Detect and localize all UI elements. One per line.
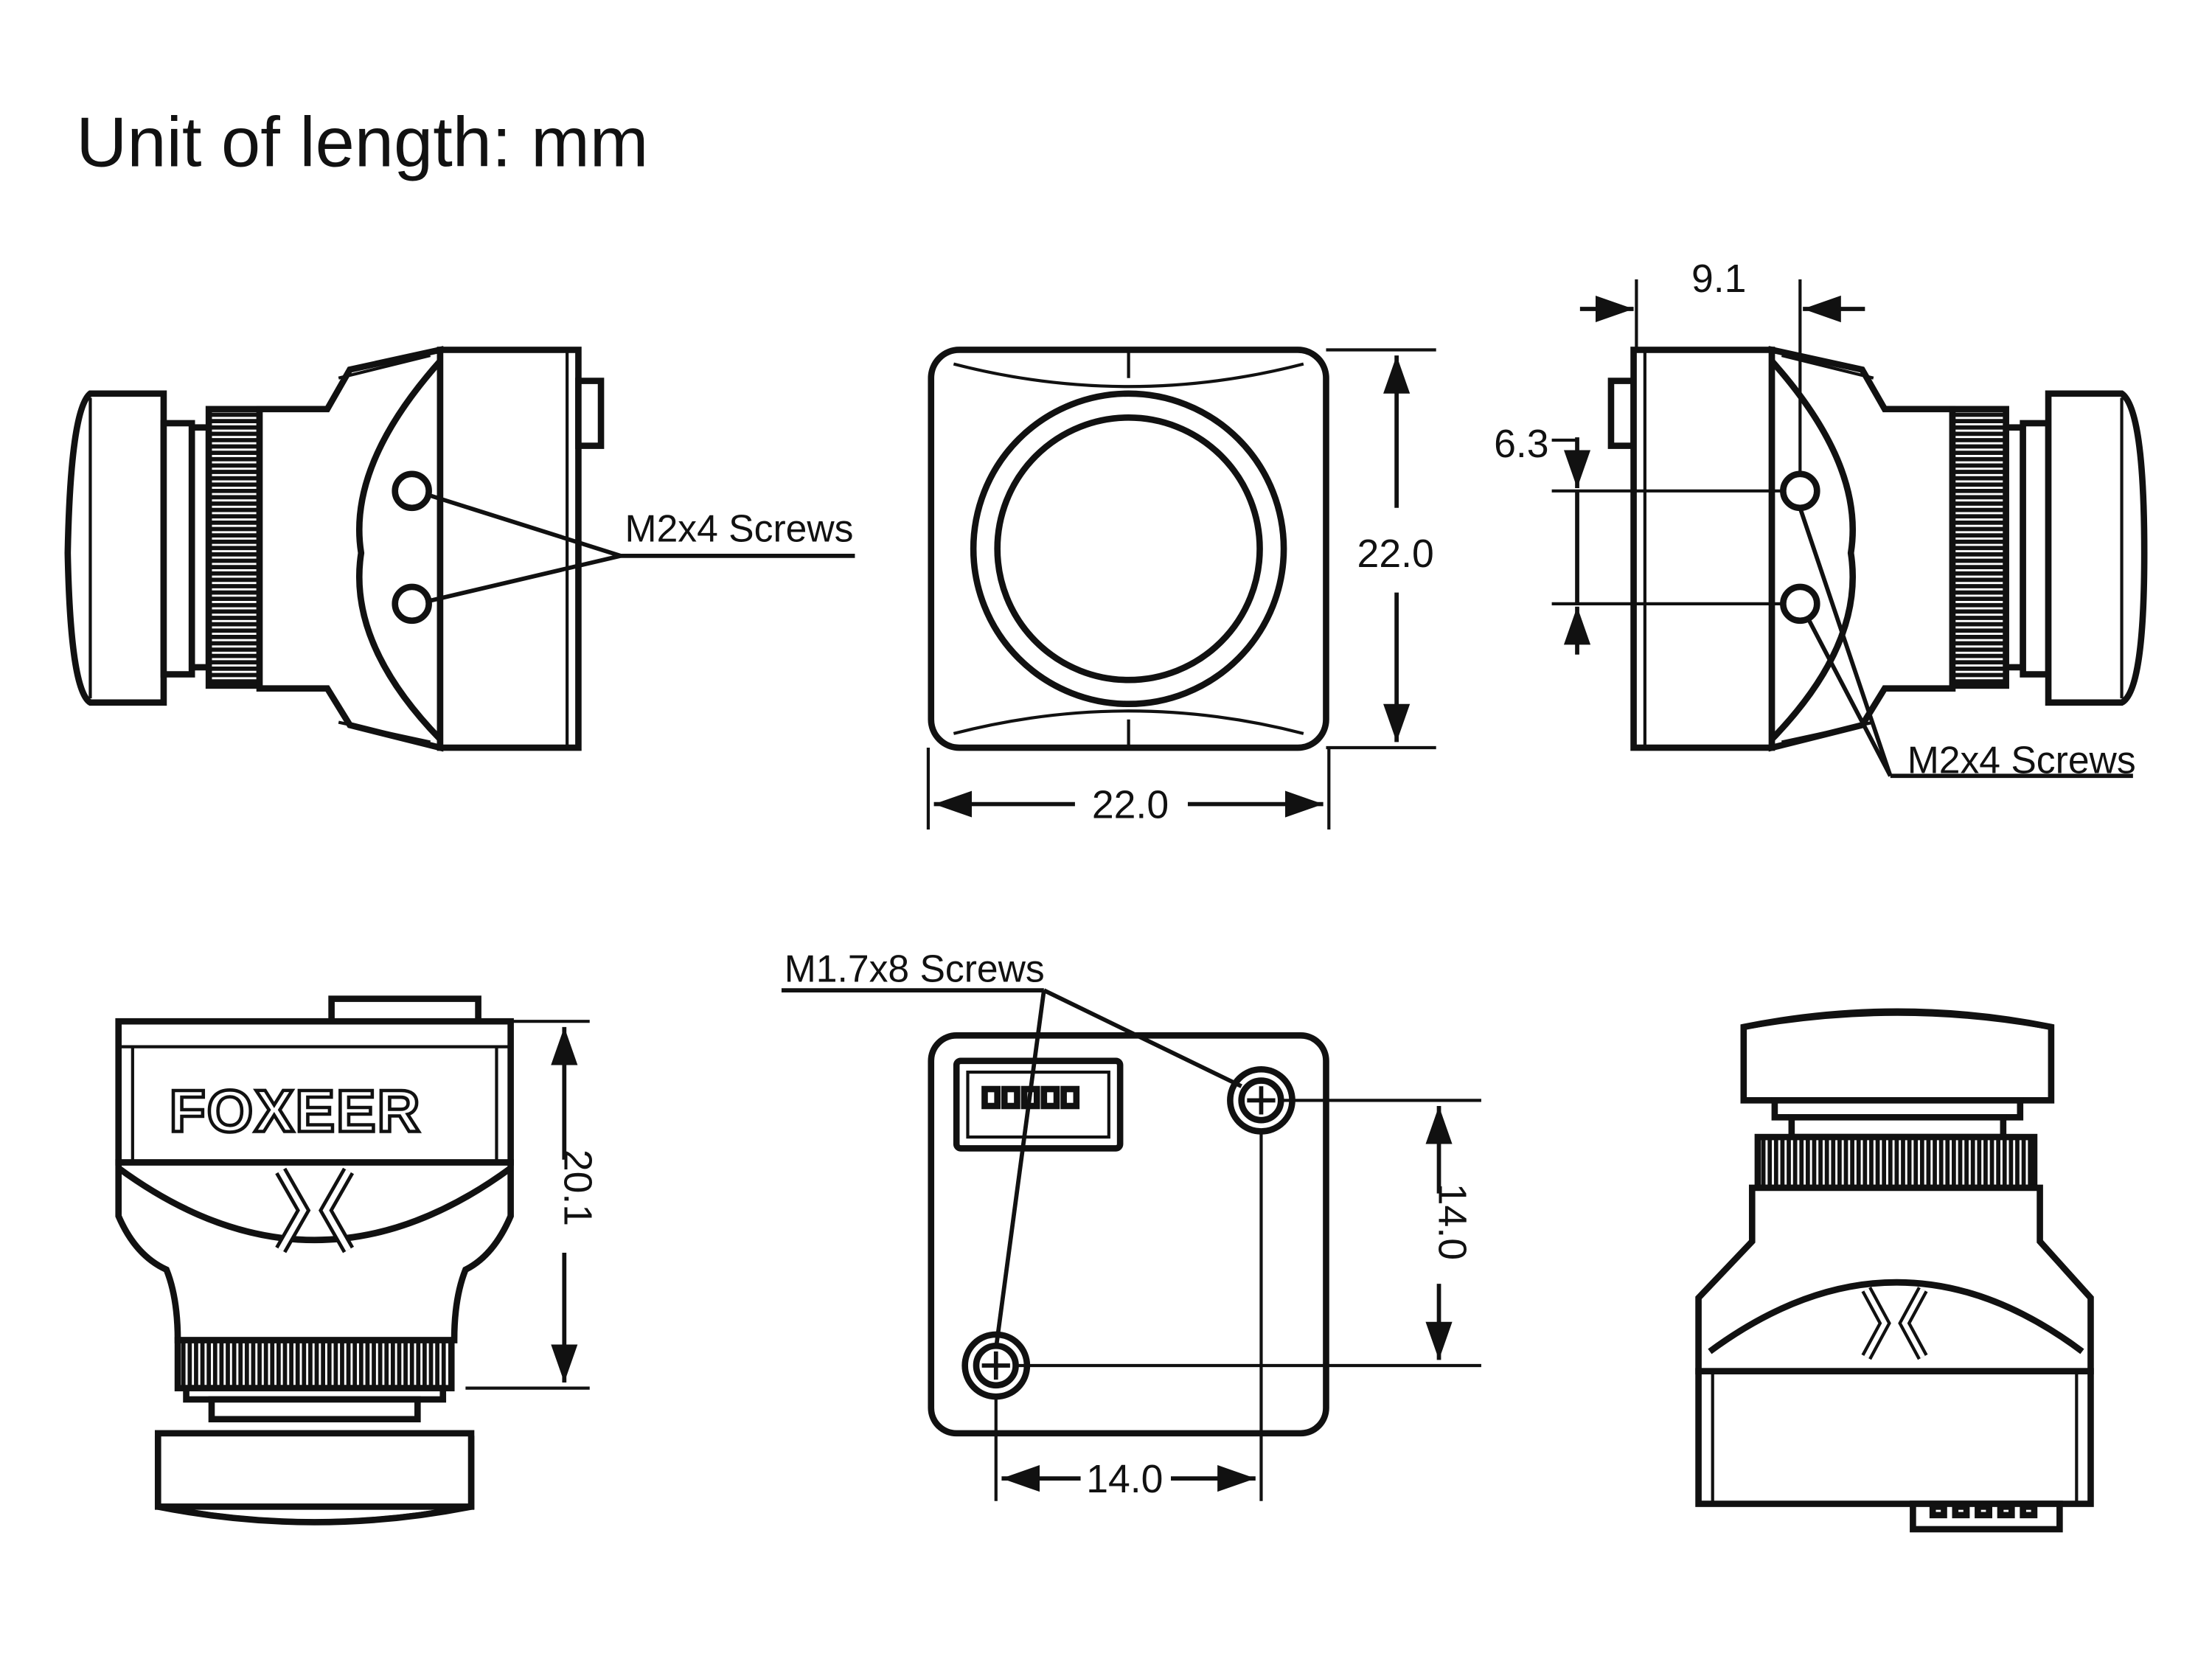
screw-hole <box>1780 583 1820 625</box>
dim-top-depth: 20.1 <box>555 1150 599 1226</box>
page-title: Unit of length: mm <box>76 103 648 182</box>
right-knurl <box>1952 412 2006 684</box>
dim-back-horizontal: 14.0 <box>1086 1458 1163 1501</box>
brand-x-logo-bottom <box>1861 1287 1928 1360</box>
bottom-knurl <box>1761 1137 2033 1188</box>
dim-side-hole-spacing: 6.3 <box>1494 422 1548 466</box>
brand-x-logo <box>275 1167 355 1253</box>
dim-front-width: 22.0 <box>1092 784 1169 827</box>
left-knurl <box>209 412 260 684</box>
dim-front-height: 22.0 <box>1357 532 1434 576</box>
top-knurl <box>181 1340 446 1388</box>
screws-label-left: M2x4 Screws <box>625 507 854 550</box>
bottom-view <box>1695 1008 2094 1533</box>
right-side-view: 9.1 6.3 M2x4 Screws <box>1494 257 2148 781</box>
screw-hole <box>1780 470 1820 512</box>
screw-hole <box>392 470 432 512</box>
screws-label-right: M2x4 Screws <box>1907 738 2136 781</box>
dim-side-depth: 9.1 <box>1691 257 1746 301</box>
screw-bottom-left <box>961 1331 1031 1400</box>
connector <box>953 1057 1124 1152</box>
screw-hole <box>392 583 432 625</box>
brand-logo-text: FOXEER <box>170 1078 422 1144</box>
top-view: FOXEER 20.1 <box>115 995 599 1526</box>
dim-back-vertical: 14.0 <box>1430 1183 1474 1260</box>
front-lens <box>994 414 1263 684</box>
front-view: 22.0 22.0 <box>926 347 1436 830</box>
screws-label-back: M1.7x8 Screws <box>785 947 1045 990</box>
back-view: M1.7x8 Screws 14.0 14.0 <box>781 947 1481 1501</box>
left-side-view: M2x4 Screws <box>64 346 855 752</box>
